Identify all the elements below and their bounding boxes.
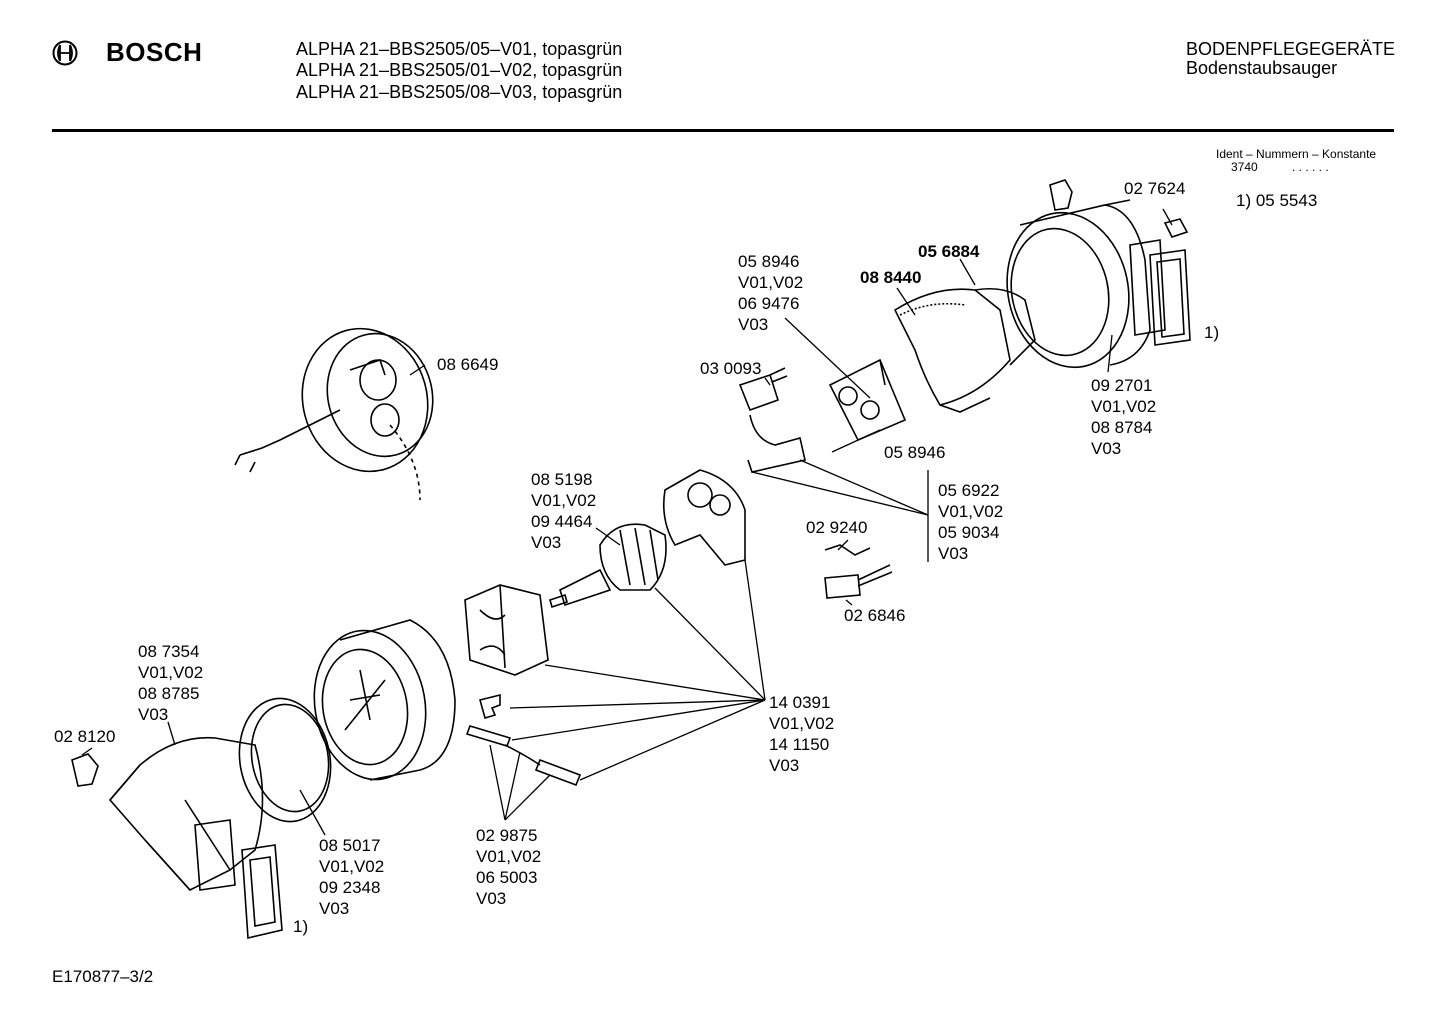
part-029875-group-l1: 02 9875 — [476, 826, 538, 845]
part-085198-group-l1: 08 5198 — [531, 470, 593, 489]
part-086649: 08 6649 — [437, 355, 499, 374]
drawing-number: E170877–3/2 — [52, 967, 154, 986]
part-029875-group-l4: V03 — [476, 889, 507, 908]
bosch-armature-icon — [52, 40, 78, 65]
model-line-2: ALPHA 21–BBS2505/01–V02, topasgrün — [296, 60, 623, 80]
part-056922-group-l2: V01,V02 — [938, 502, 1004, 521]
fan-wheel — [313, 619, 456, 781]
seal-ring — [238, 697, 332, 823]
part-056922-group-l4: V03 — [938, 544, 969, 563]
part-029875-group-l3: 06 5003 — [476, 868, 538, 887]
brand-name: BOSCH — [106, 37, 203, 67]
part-085198-group-l2: V01,V02 — [531, 491, 597, 510]
part-092701-group-l1: 09 2701 — [1091, 376, 1153, 395]
clip-left — [71, 753, 99, 787]
part-056922-group-l3: 05 9034 — [938, 523, 1000, 542]
part-140391-group-l2: V01,V02 — [769, 714, 835, 733]
brand-logo: BOSCH — [52, 37, 202, 68]
model-line-1: ALPHA 21–BBS2505/05–V01, topasgrün — [296, 39, 623, 59]
part-029875-group-l2: V01,V02 — [476, 847, 542, 866]
part-085017-group-l3: 09 2348 — [319, 878, 381, 897]
ident-value: 3740 — [1231, 160, 1258, 174]
capacitor — [824, 574, 861, 599]
part-058946-group-l1: 05 8946 — [738, 252, 800, 271]
fan-cover — [662, 469, 746, 566]
part-087354-group-l3: 08 8785 — [138, 684, 200, 703]
marker-right: 1) — [1204, 323, 1220, 342]
part-030093: 03 0093 — [700, 359, 762, 378]
part-092701-group-l3: 08 8784 — [1091, 418, 1153, 437]
part-085017-group-l1: 08 5017 — [319, 836, 381, 855]
header-divider — [52, 129, 1394, 132]
part-087354-group-l1: 08 7354 — [138, 642, 200, 661]
connector-030093 — [738, 373, 779, 412]
model-line-3: ALPHA 21–BBS2505/08–V03, topasgrün — [296, 82, 623, 102]
interference-clip — [824, 544, 871, 556]
part-085017-group-l4: V03 — [319, 899, 350, 918]
category-title: BODENPFLEGEGERÄTE — [1186, 39, 1396, 59]
ident-title: Ident – Nummern – Konstante — [1216, 147, 1377, 161]
front-filter — [241, 844, 283, 939]
part-027624: 02 7624 — [1124, 179, 1186, 198]
part-085198-group-l3: 09 4464 — [531, 512, 593, 531]
marker-left: 1) — [293, 917, 309, 936]
carbon-brush — [465, 725, 512, 747]
stator — [464, 584, 549, 676]
part-058946-group-l3: 06 9476 — [738, 294, 800, 313]
part-092701-group-l4: V03 — [1091, 439, 1122, 458]
part-140391-group-l4: V03 — [769, 756, 800, 775]
brush-plate — [479, 693, 501, 720]
clip-top — [1049, 179, 1073, 211]
part-056922-group-l1: 05 6922 — [938, 481, 1000, 500]
foam-sleeve — [893, 287, 1036, 413]
cable-reel — [234, 327, 434, 501]
leader-lines — [81, 208, 1173, 836]
part-087354-group-l4: V03 — [138, 705, 169, 724]
part-085198-group-l4: V03 — [531, 533, 562, 552]
brush-holder — [534, 758, 582, 787]
part-058946-group-l2: V01,V02 — [738, 273, 804, 292]
part-028120: 02 8120 — [54, 727, 116, 746]
ident-dots: . . . . . . — [1292, 160, 1329, 174]
subcategory-title: Bodenstaubsauger — [1186, 58, 1338, 78]
part-140391-group-l3: 14 1150 — [769, 735, 830, 754]
front-housing — [108, 736, 264, 891]
cable-guide — [747, 414, 806, 473]
part-085017-group-l2: V01,V02 — [319, 857, 385, 876]
rotor — [549, 523, 667, 609]
part-087354-group-l2: V01,V02 — [138, 663, 204, 682]
part-026846: 02 6846 — [844, 606, 906, 625]
part-088440: 08 8440 — [860, 268, 922, 287]
note-1: 1) 05 5543 — [1236, 191, 1318, 210]
motor-housing-rear — [1006, 199, 1191, 369]
part-029240: 02 9240 — [806, 518, 868, 537]
filter-clip — [1163, 218, 1189, 238]
part-092701-group-l2: V01,V02 — [1091, 397, 1157, 416]
part-140391-group-l1: 14 0391 — [769, 693, 831, 712]
part-056884: 05 6884 — [918, 242, 980, 261]
spring — [504, 744, 541, 766]
part-058946-group-l4: V03 — [738, 315, 769, 334]
brush-bracket — [828, 358, 907, 442]
part-058946: 05 8946 — [884, 443, 946, 462]
